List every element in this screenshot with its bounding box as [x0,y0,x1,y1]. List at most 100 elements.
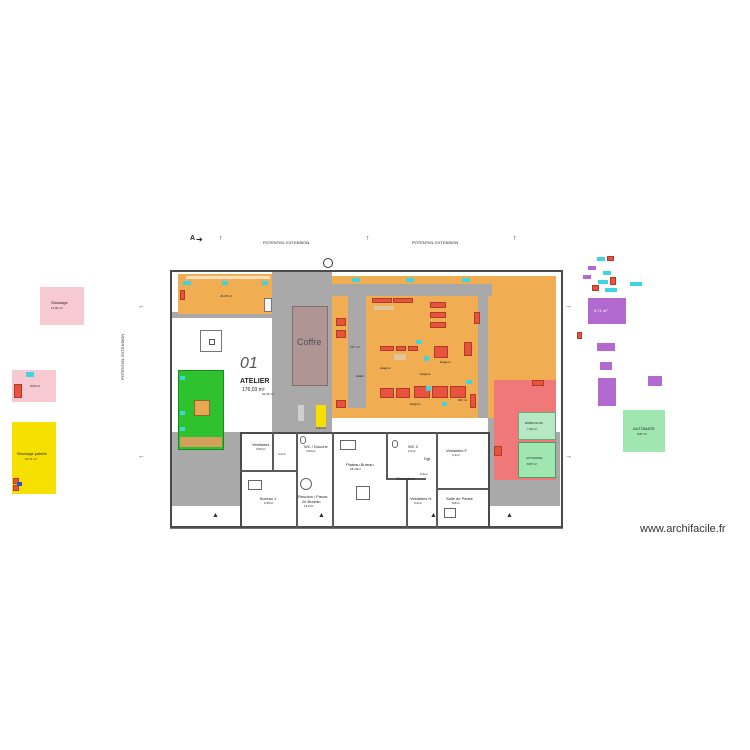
machine-block[interactable] [380,388,394,398]
coffre-label: Coffre [297,337,322,347]
machine-block[interactable] [336,318,346,326]
desk [444,508,456,518]
small-cyan-block [26,372,34,377]
top-extension-label-left: POTENTIEL EXTENSION [263,240,310,245]
palette-blue [17,482,22,486]
machine-block[interactable] [396,388,410,398]
room-reunion-sub: 2e Bureau [302,499,321,504]
machine-block[interactable] [494,446,502,456]
room-bureau1: Bureau 1 [260,496,277,501]
small-pink-zone[interactable]: 8,00 m² [12,370,56,402]
area-center: 5,34 m² [316,426,327,430]
desk [340,440,356,450]
shelf-red [180,290,185,300]
shelf-small [394,354,406,360]
machine-block[interactable] [432,386,448,398]
machine-block[interactable] [532,380,544,386]
right-red-4 [577,332,582,339]
toilet-symbol [300,436,306,444]
right-cyan-4 [605,288,617,292]
right-purple-1 [588,266,596,270]
right-red-3 [592,285,599,291]
offices-block [240,432,490,528]
stockage-palette-zone[interactable]: Stockage palette 10,71 m² [12,422,56,494]
yellow-pillar [316,405,326,427]
right-purple-2 [583,275,591,279]
meeting-table [300,478,312,490]
machine-block[interactable] [396,346,406,351]
machine-block[interactable] [430,312,446,318]
aisle-right [478,296,488,418]
rubicolor-area: 7,26 m² [527,427,538,431]
door-arrow-icon: ▲ [212,512,219,519]
room-area: 176,03 m² [242,387,265,393]
shelf-small [374,306,394,310]
rubicolor-name: RUBICOLOR [525,421,543,425]
door-arrow-icon: ▲ [318,512,325,519]
right-cyan-2 [603,271,611,275]
automate-machine[interactable]: AUTOMATE 8,87 m² [518,442,556,478]
right-cyan-5 [630,282,642,286]
machine-block[interactable] [336,330,346,338]
stockage-palette-name: Stockage palette [17,451,47,456]
shelf-white [186,276,270,279]
machine-label: Etagère [380,366,391,370]
machine-block[interactable] [372,298,392,303]
right-cyan-3 [598,280,608,284]
machine-block[interactable] [434,346,448,358]
small-red-block [14,384,22,398]
right-cyan-1 [597,257,605,261]
machine-block[interactable] [450,386,466,398]
machine-block[interactable] [336,400,346,408]
right-purple-6 [648,376,662,386]
top-extension-label-right: POTENTIEL EXTENSION [412,240,459,245]
room-salle-pause: Salle de Pause [446,496,473,501]
automate-outside-name: AUTOMATE [633,426,655,431]
automate-area: 8,87 m² [527,462,538,466]
desk [248,480,262,490]
machine-label: Etagère [410,402,421,406]
shelf-cyan [262,281,268,285]
room-salle-pause-area: 8,8m² [452,501,460,505]
right-red-1 [607,256,614,261]
machine-block[interactable] [470,394,476,408]
machine-label: Etagère [420,372,431,376]
machine-block[interactable] [474,312,480,324]
palette-red-1 [13,478,19,484]
machine-block[interactable] [464,342,472,356]
cabinet-mid [298,405,304,421]
right-purple-5 [598,378,616,406]
machine-block[interactable] [430,302,446,308]
aisle-top [332,284,492,296]
purple-zone-label: 5,71 m² [594,308,608,313]
coffre-zone[interactable]: Coffre [292,306,328,386]
automate-name: AUTOMATE [526,456,543,460]
bottom-dim-line [170,528,563,529]
machine-block[interactable] [430,322,446,328]
stockage-zone-1[interactable]: Stockage 11,00 m² [40,287,84,325]
machine-block[interactable] [408,346,418,351]
room-wc-douche: WC / Douche [304,444,328,449]
room-vestiaires-h-area: 3,2m² [414,501,422,505]
green-bench [180,437,222,447]
room-circulation-area: 9,2m² [420,472,428,476]
shelf-cyan [183,281,191,285]
arrow-up-icon: ↑ [513,235,517,242]
watermark: www.archifacile.fr [640,523,726,535]
storage-top-left[interactable]: 26,25 m² [178,274,272,314]
machine-block[interactable] [393,298,413,303]
room-reunion: Réunion / Pause [298,494,328,499]
automate-outside-zone[interactable]: AUTOMATE 8,87 m² [623,410,665,452]
room-dgt: Dgt [424,456,431,461]
rubicolor-machine[interactable]: RUBICOLOR 7,26 m² [518,412,556,440]
room-bureau1-area: 9,25m² [264,501,274,505]
room-vestiaires-h: Vestiaires H. [410,496,433,501]
purple-storage-zone[interactable]: 5,71 m² [588,298,626,324]
area-low-left: 52,36 m² [262,392,274,396]
green-work-zone[interactable] [178,370,224,450]
arrow-left-icon: ← [138,453,145,460]
storage-top-left-area: 26,25 m² [220,294,232,298]
room-plateau-bureau-area: 18,16m² [350,467,362,471]
machine-block[interactable] [380,346,394,351]
column-symbol [200,330,222,352]
